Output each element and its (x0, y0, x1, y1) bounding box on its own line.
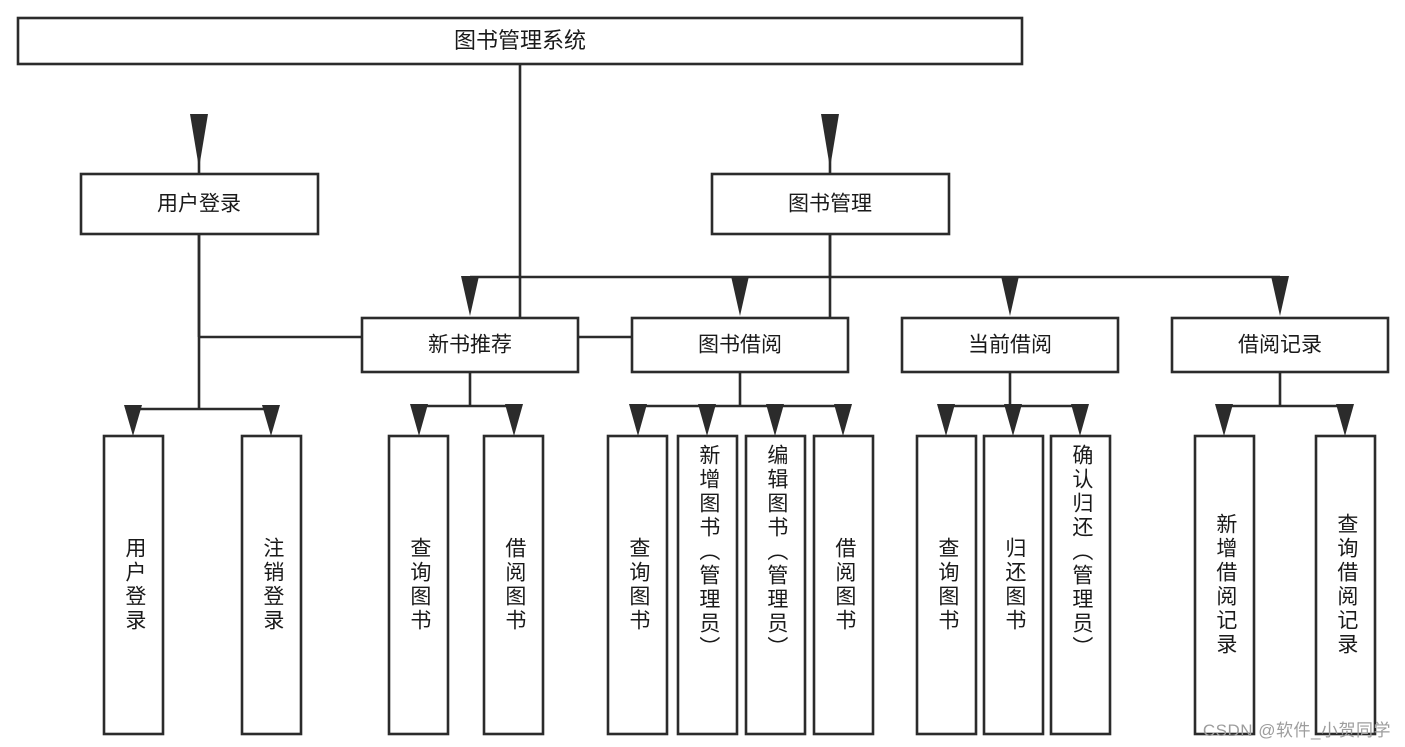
arrow-record-leaf-2 (1336, 404, 1354, 436)
leaf-box-book-borrow-2[interactable] (676, 434, 739, 736)
arrow-to-book-borrow (731, 276, 749, 316)
node-root-box[interactable] (16, 16, 1024, 66)
node-user-login-box[interactable] (79, 172, 320, 236)
arrow-current-leaf-3 (1071, 404, 1089, 436)
node-borrow-record-box[interactable] (1170, 316, 1390, 374)
node-borrow-record-label: 借阅记录 (1238, 334, 1322, 357)
node-book-manage-label: 图书管理 (788, 193, 872, 216)
leaf-box-current-borrow-1[interactable] (915, 434, 978, 736)
arrow-to-user-login (190, 114, 208, 168)
node-current-borrow-box[interactable] (900, 316, 1120, 374)
arrow-to-borrow-record (1271, 276, 1289, 316)
arrow-borrow-leaf-3 (766, 404, 784, 436)
leaf-box-current-borrow-2[interactable] (982, 434, 1045, 736)
arrow-newbook-leaf-1 (410, 404, 428, 436)
arrow-userlogin-leaf-1 (124, 405, 142, 436)
node-root-label: 图书管理系统 (454, 28, 586, 53)
arrow-to-book-manage (821, 114, 839, 168)
arrow-to-new-book (461, 276, 479, 316)
leaf-box-new-book-1[interactable] (387, 434, 450, 736)
leaf-box-user-login-1[interactable] (102, 434, 165, 736)
arrow-userlogin-leaf-2 (262, 405, 280, 436)
arrow-borrow-leaf-4 (834, 404, 852, 436)
node-book-borrow-label: 图书借阅 (698, 334, 782, 357)
arrow-to-current-borrow (1001, 276, 1019, 316)
node-layer: 图书管理系统 用户登录 图书管理 新书推荐 图书借阅 当前借阅 借阅记录 (16, 16, 1390, 736)
leaf-box-book-borrow-3[interactable] (744, 434, 807, 736)
arrowhead-layer (124, 114, 1354, 436)
leaf-box-new-book-2[interactable] (482, 434, 545, 736)
leaf-box-borrow-record-1[interactable] (1193, 434, 1256, 736)
arrow-current-leaf-2 (1004, 404, 1022, 436)
node-new-book-label: 新书推荐 (428, 334, 512, 357)
leaf-box-user-login-2[interactable] (240, 434, 303, 736)
node-user-login-label: 用户登录 (157, 193, 241, 216)
arrow-current-leaf-1 (937, 404, 955, 436)
node-book-manage-box[interactable] (710, 172, 951, 236)
leaf-box-book-borrow-1[interactable] (606, 434, 669, 736)
leaf-box-book-borrow-4[interactable] (812, 434, 875, 736)
arrow-borrow-leaf-2 (698, 404, 716, 436)
node-current-borrow-label: 当前借阅 (968, 334, 1052, 357)
csdn-watermark: CSDN @软件_小贺同学 (1202, 721, 1391, 740)
arrow-newbook-leaf-2 (505, 404, 523, 436)
arrow-record-leaf-1 (1215, 404, 1233, 436)
node-book-borrow-box[interactable] (630, 316, 850, 374)
node-new-book-box[interactable] (360, 316, 580, 374)
arrow-borrow-leaf-1 (629, 404, 647, 436)
leaf-box-current-borrow-3[interactable] (1049, 434, 1112, 736)
leaf-box-borrow-record-2[interactable] (1314, 434, 1377, 736)
